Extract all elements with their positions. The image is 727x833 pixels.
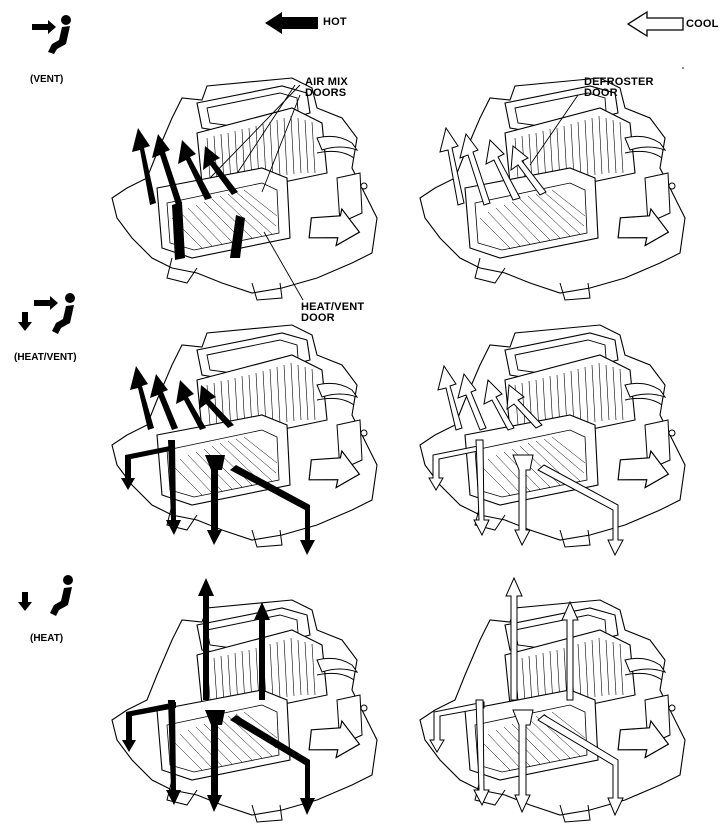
vent-mode-icon (32, 15, 71, 54)
heat-vent-mode-label: (HEAT/VENT) (14, 352, 77, 363)
cool-legend-label: COOL (686, 18, 719, 30)
vent-cool-flow-arrows (439, 126, 547, 206)
heat-mode-label: (HEAT) (30, 633, 64, 644)
heat-hot-flow-arrows (122, 578, 315, 815)
cool-legend-arrow-icon (626, 10, 684, 38)
speck (682, 67, 684, 69)
hot-legend-arrow-icon (265, 12, 318, 34)
hot-legend-label: HOT (323, 16, 347, 28)
heat-vent-door-callout: HEAT/VENT DOOR (301, 301, 365, 324)
vent-mode-label: (VENT) (30, 74, 64, 85)
heat-cool-flow-arrows (429, 576, 624, 817)
defroster-door-callout: DEFROSTER DOOR (584, 76, 654, 99)
callout-leader-lines (209, 84, 579, 301)
heat-vent-hot-unit (111, 324, 378, 548)
air-mix-doors-callout: AIR MIX DOORS (305, 76, 348, 99)
vent-hot-flow-arrows (132, 128, 245, 260)
heat-vent-mode-icon (18, 293, 75, 334)
heat-vent-cool-unit (419, 324, 686, 548)
heat-vent-cool-flow-arrows (428, 364, 624, 557)
heat-vent-hot-flow-arrows (121, 366, 315, 555)
heat-mode-icon (18, 575, 73, 616)
